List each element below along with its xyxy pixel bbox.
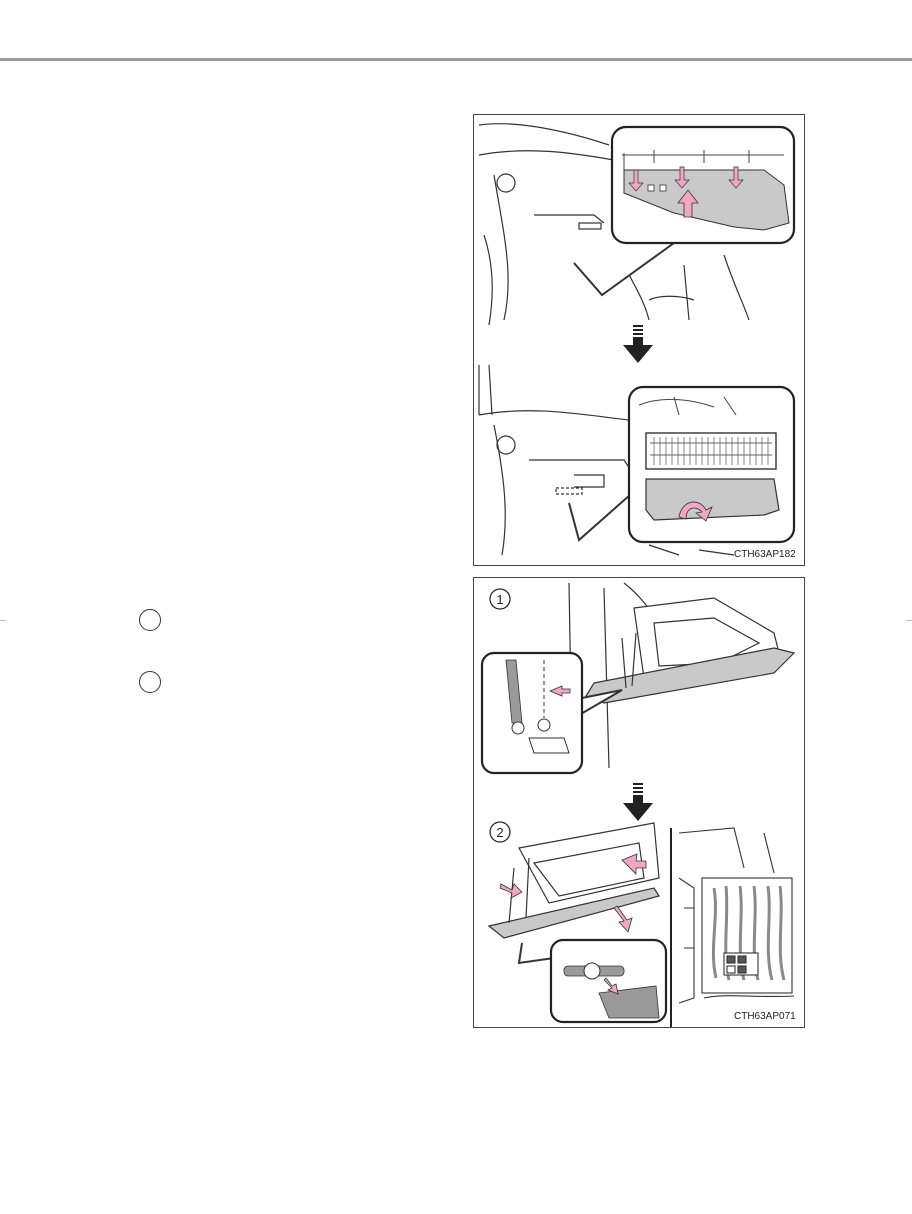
next-step-arrow-2 bbox=[623, 783, 653, 821]
zoom-panel-bottom bbox=[627, 385, 796, 544]
figure-glove-box-illustration: 1 bbox=[480, 582, 796, 1027]
zoom-panel-step-2 bbox=[517, 938, 668, 1024]
fuse-wiring-scene bbox=[678, 827, 795, 1004]
step-marker-2 bbox=[139, 671, 161, 693]
callout-pointer-bottom bbox=[568, 486, 640, 542]
zoom-panel-step-1 bbox=[480, 651, 623, 775]
header-rule bbox=[0, 58, 912, 61]
step-2-label: 2 bbox=[489, 821, 511, 843]
step-1-number: 1 bbox=[496, 592, 503, 607]
dashboard-scene-top bbox=[478, 123, 750, 326]
pull-out-arrow bbox=[613, 905, 633, 933]
release-arrow-right bbox=[621, 853, 647, 875]
step-1-label: 1 bbox=[489, 588, 511, 610]
right-edge-mark bbox=[906, 620, 912, 621]
glove-box-open-scene bbox=[568, 582, 796, 769]
step-2-number: 2 bbox=[496, 825, 503, 840]
figure-fuse-cover-removal: CTH63AP182 bbox=[473, 114, 805, 566]
figure-code-2: CTH63AP071 bbox=[734, 1011, 796, 1022]
figure-code-1: CTH63AP182 bbox=[734, 549, 796, 560]
step-marker-1 bbox=[139, 609, 161, 631]
figure-fuse-cover-illustration: CTH63AP182 bbox=[478, 123, 796, 560]
callout-pointer-top bbox=[573, 242, 675, 297]
left-edge-mark bbox=[0, 620, 6, 621]
next-step-arrow-1 bbox=[623, 325, 653, 363]
glove-box-removal-scene bbox=[487, 822, 660, 939]
zoom-panel-top bbox=[610, 125, 796, 245]
release-arrow-left bbox=[499, 883, 523, 899]
figure-glove-box-removal: 1 bbox=[473, 577, 805, 1028]
